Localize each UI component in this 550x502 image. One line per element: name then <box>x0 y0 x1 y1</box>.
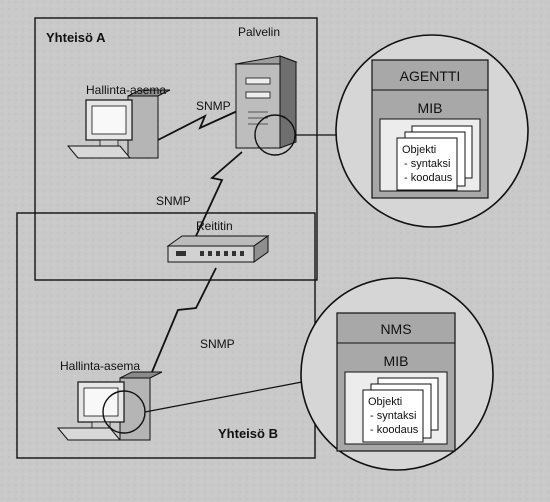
object-line: - syntaksi <box>404 158 450 170</box>
router-label: Reititin <box>196 219 233 233</box>
server-drive-bay <box>245 77 271 85</box>
router-side <box>253 235 269 263</box>
community-a-box <box>34 17 318 281</box>
server-front <box>235 63 281 149</box>
tower-b-side <box>119 371 163 379</box>
community-a-region: Yhteisö A <box>34 17 318 281</box>
object-line: - koodaus <box>404 172 453 184</box>
station-b-label: Hallinta-asema <box>60 359 140 373</box>
station-a-label: Hallinta-asema <box>86 83 166 97</box>
router-port <box>176 251 186 256</box>
monitor-a-screen <box>91 105 127 135</box>
snmp-label-c: SNMP <box>200 337 235 351</box>
tower-a <box>127 95 159 159</box>
nms-mib-label: MIB <box>384 353 409 369</box>
magnifier-connector-b <box>144 381 303 413</box>
keyboard-a <box>66 145 132 159</box>
object-card-front <box>396 137 458 191</box>
nms-title: NMS <box>380 321 411 337</box>
router-port <box>208 251 212 256</box>
object-line: - syntaksi <box>370 410 416 422</box>
router-top <box>166 235 270 247</box>
management-station-a: Hallinta-asema <box>66 83 171 159</box>
community-a-label: Yhteisö A <box>46 30 106 45</box>
server: Palvelin <box>234 25 298 149</box>
server-side <box>279 55 297 149</box>
agent-detail: AGENTTI MIB Objekti - syntaksi - koodaus <box>335 34 529 228</box>
object-line: Objekti <box>402 144 436 156</box>
router-port <box>216 251 220 256</box>
server-drive-bay <box>245 91 271 99</box>
community-b-label: Yhteisö B <box>218 426 278 441</box>
snmp-label-b: SNMP <box>156 194 191 208</box>
tower-a-side <box>127 89 171 97</box>
object-card-front <box>362 389 424 443</box>
router-port <box>200 251 204 256</box>
object-line: - koodaus <box>370 424 419 436</box>
agent-mib-label: MIB <box>418 100 443 116</box>
object-line: Objekti <box>368 396 402 408</box>
snmp-link-station-a-server <box>157 107 245 141</box>
keyboard-b <box>56 427 122 441</box>
snmp-link-router-station-b <box>151 267 217 373</box>
snmp-label-a: SNMP <box>196 99 231 113</box>
router-port <box>240 251 244 256</box>
agent-title: AGENTTI <box>400 68 461 84</box>
nms-detail: NMS MIB Objekti - syntaksi - koodaus <box>300 277 494 471</box>
router-port <box>224 251 228 256</box>
router-port <box>232 251 236 256</box>
monitor-a-stand <box>99 139 119 147</box>
monitor-b-screen <box>83 387 119 417</box>
router: Reititin <box>166 219 270 263</box>
server-label: Palvelin <box>238 25 280 39</box>
snmp-link-server-router <box>195 151 243 237</box>
